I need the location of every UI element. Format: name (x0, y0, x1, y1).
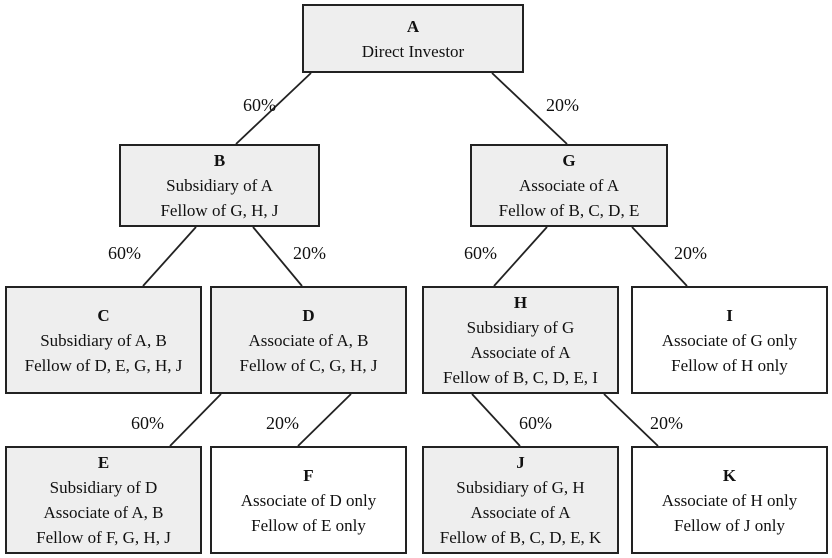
node-relationship-line: Fellow of F, G, H, J (36, 528, 171, 547)
node-relationship-line: Associate of A (470, 503, 571, 522)
node-relationship-line: Direct Investor (361, 41, 465, 61)
node-relationship-line: Subsidiary of D (49, 478, 158, 497)
edge-label-a-g: 20% (546, 95, 579, 115)
node-relationship-line: Subsidiary of G (466, 318, 575, 337)
node-id-label: E (97, 453, 110, 472)
edge-label-b-d: 20% (293, 243, 326, 263)
edge-d-e (169, 393, 222, 447)
node-relationship-line: Associate of A (470, 343, 571, 362)
edge-a-b (235, 72, 312, 145)
node-id-label: F (303, 465, 314, 485)
node-relationship-line: Fellow of C, G, H, J (239, 355, 378, 375)
node-id-label: K (722, 465, 737, 485)
node-id-label: C (97, 305, 110, 325)
edge-label-g-h: 60% (464, 243, 497, 263)
node-id-label: J (516, 453, 525, 472)
node-id-label: G (562, 151, 576, 170)
edge-label-h-k: 20% (650, 413, 683, 433)
node-relationship-line: Fellow of E only (251, 515, 366, 535)
node-relationship-line: Associate of G only (661, 330, 798, 350)
node-id-label: D (302, 305, 315, 325)
node-c: C Subsidiary of A, B Fellow of D, E, G, H,… (5, 286, 202, 394)
node-relationship-line: Associate of H only (661, 490, 798, 510)
node-relationship-line: Associate of A (518, 176, 620, 195)
node-relationship-line: Fellow of G, H, J (160, 201, 279, 220)
node-relationship-line: Fellow of B, C, D, E, K (439, 528, 602, 547)
node-relationship-line: Associate of A, B (248, 330, 369, 350)
edge-h-k (603, 393, 659, 447)
node-relationship-line: Fellow of J only (674, 515, 785, 535)
node-d: D Associate of A, B Fellow of C, G, H, J (210, 286, 407, 394)
node-relationship-line: Subsidiary of A (166, 176, 273, 195)
edge-d-f (297, 393, 352, 447)
node-relationship-line: Subsidiary of A, B (40, 330, 167, 350)
node-relationship-line: Fellow of D, E, G, H, J (24, 355, 183, 375)
node-relationship-line: Associate of A, B (43, 503, 164, 522)
edge-label-g-i: 20% (674, 243, 707, 263)
node-id-label: A (406, 16, 420, 36)
edge-g-i (631, 226, 688, 287)
node-relationship-line: Fellow of B, C, D, E (498, 201, 640, 220)
edge-label-d-e: 60% (131, 413, 164, 433)
node-a-direct-investor: A Direct Investor (302, 4, 524, 73)
node-relationship-line: Fellow of H only (671, 355, 788, 375)
node-j: J Subsidiary of G, H Associate of A Fellow … (422, 446, 619, 554)
node-id-label: H (513, 293, 528, 312)
node-h: H Subsidiary of G Associate of A Fellow of … (422, 286, 619, 394)
edge-g-h (493, 226, 548, 287)
node-e: E Subsidiary of D Associate of A, B Fellow … (5, 446, 202, 554)
edge-label-d-f: 20% (266, 413, 299, 433)
node-g: G Associate of A Fellow of B, C, D, E (470, 144, 668, 227)
node-id-label: I (726, 305, 733, 325)
node-relationship-line: Fellow of B, C, D, E, I (443, 368, 598, 387)
node-b: B Subsidiary of A Fellow of G, H, J (119, 144, 320, 227)
edge-label-a-b: 60% (243, 95, 276, 115)
edge-label-h-j: 60% (519, 413, 552, 433)
edge-b-d (252, 226, 303, 287)
node-relationship-line: Associate of D only (240, 490, 377, 510)
edge-a-g (491, 72, 568, 145)
edge-h-j (471, 393, 521, 447)
node-relationship-line: Subsidiary of G, H (456, 478, 585, 497)
node-id-label: B (213, 151, 226, 170)
edge-b-c (142, 226, 197, 287)
edge-label-b-c: 60% (108, 243, 141, 263)
